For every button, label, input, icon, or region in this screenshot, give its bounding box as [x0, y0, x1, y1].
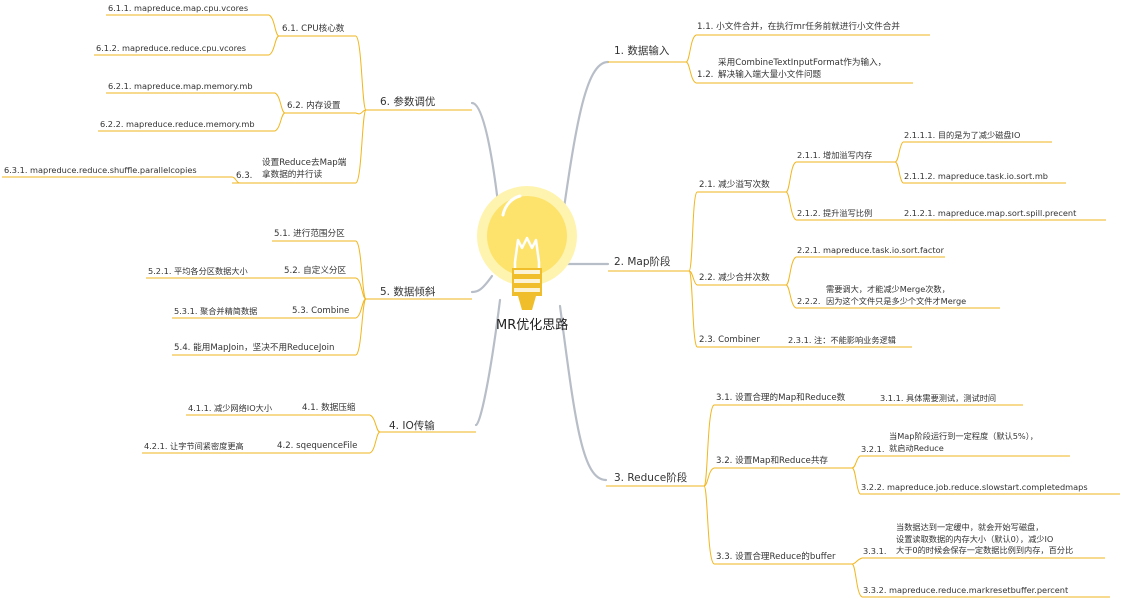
node-2-1-1-2[interactable]: 2.1.1.2. mapreduce.task.io.sort.mb	[904, 171, 1048, 181]
branch-4-label[interactable]: 4. IO传输	[389, 420, 435, 432]
node-6-1[interactable]: 6.1. CPU核心数	[282, 24, 345, 34]
branch-2-label[interactable]: 2. Map阶段	[614, 256, 671, 268]
node-1-1[interactable]: 1.1. 小文件合并，在执行mr任务前就进行小文件合并	[697, 22, 900, 32]
node-6-1-1[interactable]: 6.1.1. mapreduce.map.cpu.vcores	[108, 3, 249, 13]
node-4-2-1[interactable]: 4.2.1. 让字节间紧密度更高	[144, 441, 244, 451]
node-6-1-2[interactable]: 6.1.2. mapreduce.reduce.cpu.vcores	[96, 43, 247, 53]
node-6-3-number: 6.3.	[236, 171, 253, 181]
node-5-1[interactable]: 5.1. 进行范围分区	[274, 229, 345, 239]
branch-line-1	[558, 60, 610, 238]
node-5-2[interactable]: 5.2. 自定义分区	[284, 266, 347, 276]
node-2-1-2-1[interactable]: 2.1.2.1. mapreduce.map.sort.spill.precen…	[904, 208, 1077, 218]
node-2-3-1[interactable]: 2.3.1. 注：不能影响业务逻辑	[788, 335, 896, 345]
node-3-1-1[interactable]: 3.1.1. 具体需要测试，测试时间	[880, 393, 997, 403]
node-3-2-2[interactable]: 3.2.2. mapreduce.job.reduce.slowstart.co…	[861, 482, 1088, 492]
branch-line-3	[558, 304, 608, 482]
node-1-2[interactable]: 采用CombineTextInputFormat作为输入， 解决输入端大量小文件…	[718, 58, 887, 80]
node-2-2[interactable]: 2.2. 减少合并次数	[699, 273, 770, 283]
node-3-1[interactable]: 3.1. 设置合理的Map和Reduce数	[716, 393, 846, 403]
node-5-4[interactable]: 5.4. 能用MapJoin，坚决不用ReduceJoin	[174, 343, 335, 353]
branch-line-5	[470, 274, 494, 294]
branch-3-label[interactable]: 3. Reduce阶段	[614, 472, 688, 484]
node-1-2-number: 1.2.	[697, 70, 714, 80]
node-3-2-1-number: 3.2.1.	[861, 444, 885, 454]
node-6-2-1[interactable]: 6.2.1. mapreduce.map.memory.mb	[108, 81, 253, 91]
node-3-3-1-number: 3.3.1.	[863, 546, 887, 556]
node-3-2[interactable]: 3.2. 设置Map和Reduce共存	[716, 456, 829, 466]
node-6-3[interactable]: 设置Reduce去Map端 拿数据的并行读	[262, 158, 347, 180]
node-3-2-1[interactable]: 当Map阶段运行到一定程度（默认5%）， 就启动Reduce	[889, 431, 1038, 453]
node-2-1-1-1[interactable]: 2.1.1.1. 目的是为了减少磁盘IO	[904, 130, 1021, 140]
node-5-2-1[interactable]: 5.2.1. 平均各分区数据大小	[148, 266, 248, 276]
branch-1-label[interactable]: 1. 数据输入	[614, 45, 670, 57]
node-6-3-1[interactable]: 6.3.1. mapreduce.reduce.shuffle.parallel…	[4, 165, 197, 175]
branch-5-label[interactable]: 5. 数据倾斜	[380, 286, 436, 298]
node-3-3-1[interactable]: 当数据达到一定缓中，就会开始写磁盘， 设置读取数据的内存大小（默认0），减少IO…	[896, 522, 1074, 555]
node-5-3-1[interactable]: 5.3.1. 聚合并精简数据	[174, 306, 258, 316]
branch-line-6	[470, 101, 502, 222]
node-3-3[interactable]: 3.3. 设置合理Reduce的buffer	[716, 552, 836, 562]
node-5-3[interactable]: 5.3. Combine	[292, 306, 350, 316]
branch-6-label[interactable]: 6. 参数调优	[380, 96, 436, 108]
node-6-2[interactable]: 6.2. 内存设置	[287, 101, 341, 111]
root-topic[interactable]: MR优化思路	[496, 318, 569, 333]
node-2-2-1[interactable]: 2.2.1. mapreduce.task.io.sort.factor	[797, 245, 944, 255]
node-4-1[interactable]: 4.1. 数据压缩	[302, 403, 356, 413]
node-4-2[interactable]: 4.2. sqequenceFile	[277, 441, 358, 451]
node-2-1[interactable]: 2.1. 减少溢写次数	[699, 180, 770, 190]
node-4-1-1[interactable]: 4.1.1. 减少网络IO大小	[188, 403, 273, 413]
branch-line-4	[474, 298, 502, 427]
node-2-3[interactable]: 2.3. Combiner	[699, 335, 760, 345]
node-6-2-2[interactable]: 6.2.2. mapreduce.reduce.memory.mb	[100, 119, 255, 129]
node-2-2-2-number: 2.2.2.	[797, 296, 821, 306]
node-3-3-2[interactable]: 3.3.2. mapreduce.reduce.markresetbuffer.…	[863, 585, 1069, 595]
node-2-1-2[interactable]: 2.1.2. 提升溢写比例	[797, 208, 873, 218]
node-2-1-1[interactable]: 2.1.1. 增加溢写内存	[797, 150, 873, 160]
node-2-2-2[interactable]: 需要调大，才能减少Merge次数， 因为这个文件只是多少个文件才Merge	[826, 284, 967, 306]
